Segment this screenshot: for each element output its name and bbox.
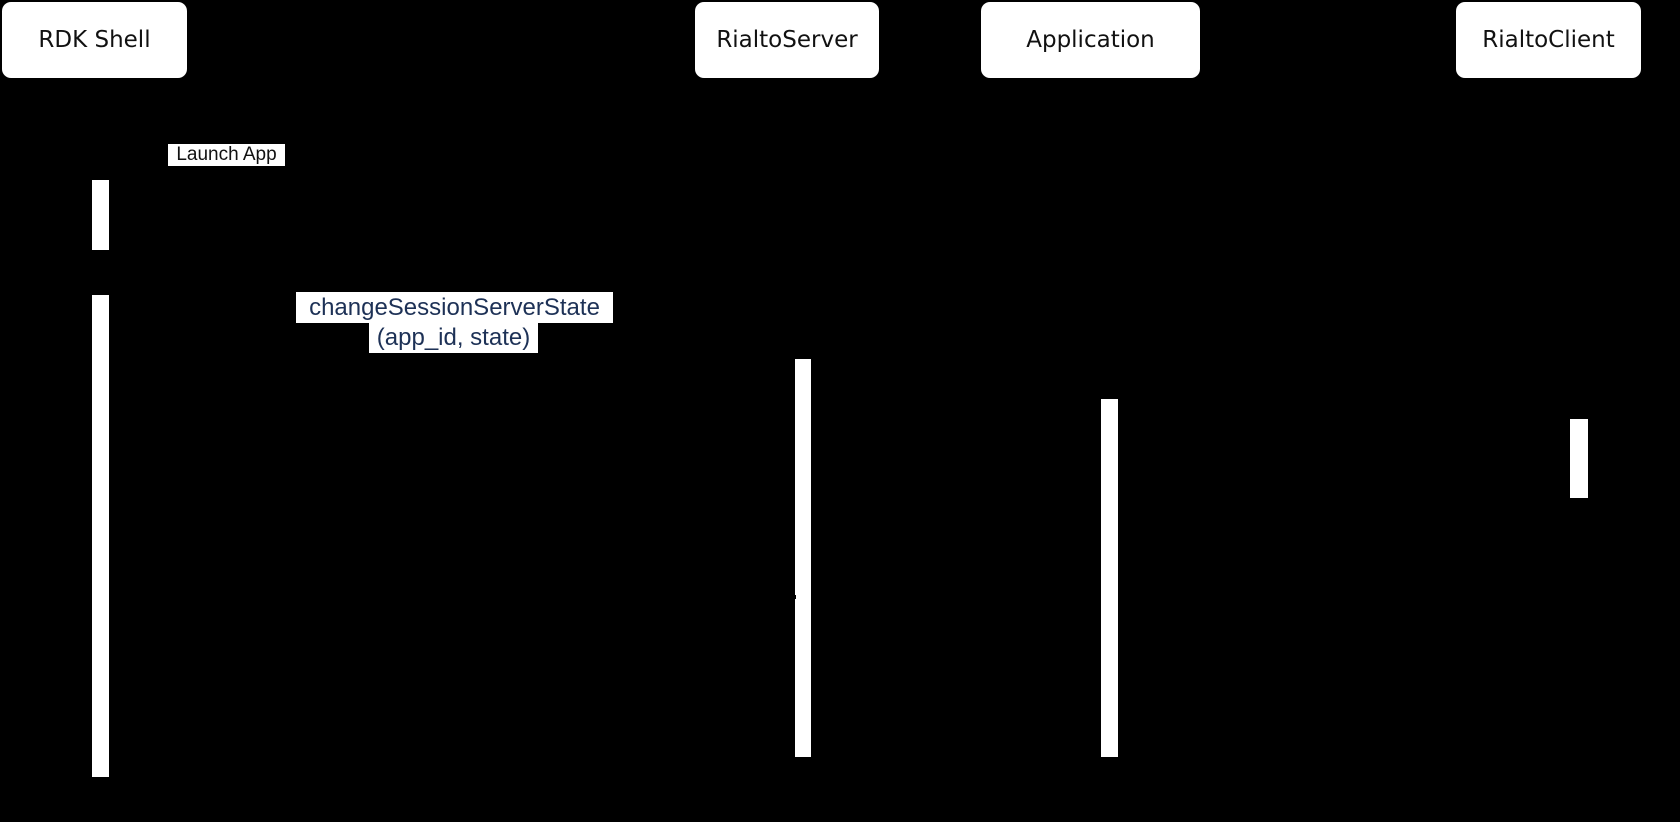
actor-box-rialtoserver: RialtoServer — [695, 2, 879, 78]
message-label-change-session-line1: changeSessionServerState — [296, 292, 613, 323]
activation-bar-rialtoserver — [795, 359, 811, 757]
arrowhead-notch — [792, 595, 796, 599]
activation-bar-rialtoclient — [1570, 419, 1588, 498]
actor-box-rialtoclient: RialtoClient — [1456, 2, 1641, 78]
actor-label-rdk-shell: RDK Shell — [38, 27, 151, 53]
actor-box-application: Application — [981, 2, 1200, 78]
message-label-launch-app: Launch App — [168, 144, 285, 166]
activation-bar-application — [1101, 399, 1118, 757]
actor-label-rialtoclient: RialtoClient — [1482, 27, 1615, 53]
actor-label-application: Application — [1026, 27, 1155, 53]
actor-label-rialtoserver: RialtoServer — [716, 27, 858, 53]
activation-bar-rdk-shell-2 — [92, 295, 109, 777]
actor-box-rdk-shell: RDK Shell — [2, 2, 187, 78]
activation-bar-rdk-shell-1 — [92, 180, 109, 250]
message-label-change-session-line2: (app_id, state) — [369, 323, 538, 353]
